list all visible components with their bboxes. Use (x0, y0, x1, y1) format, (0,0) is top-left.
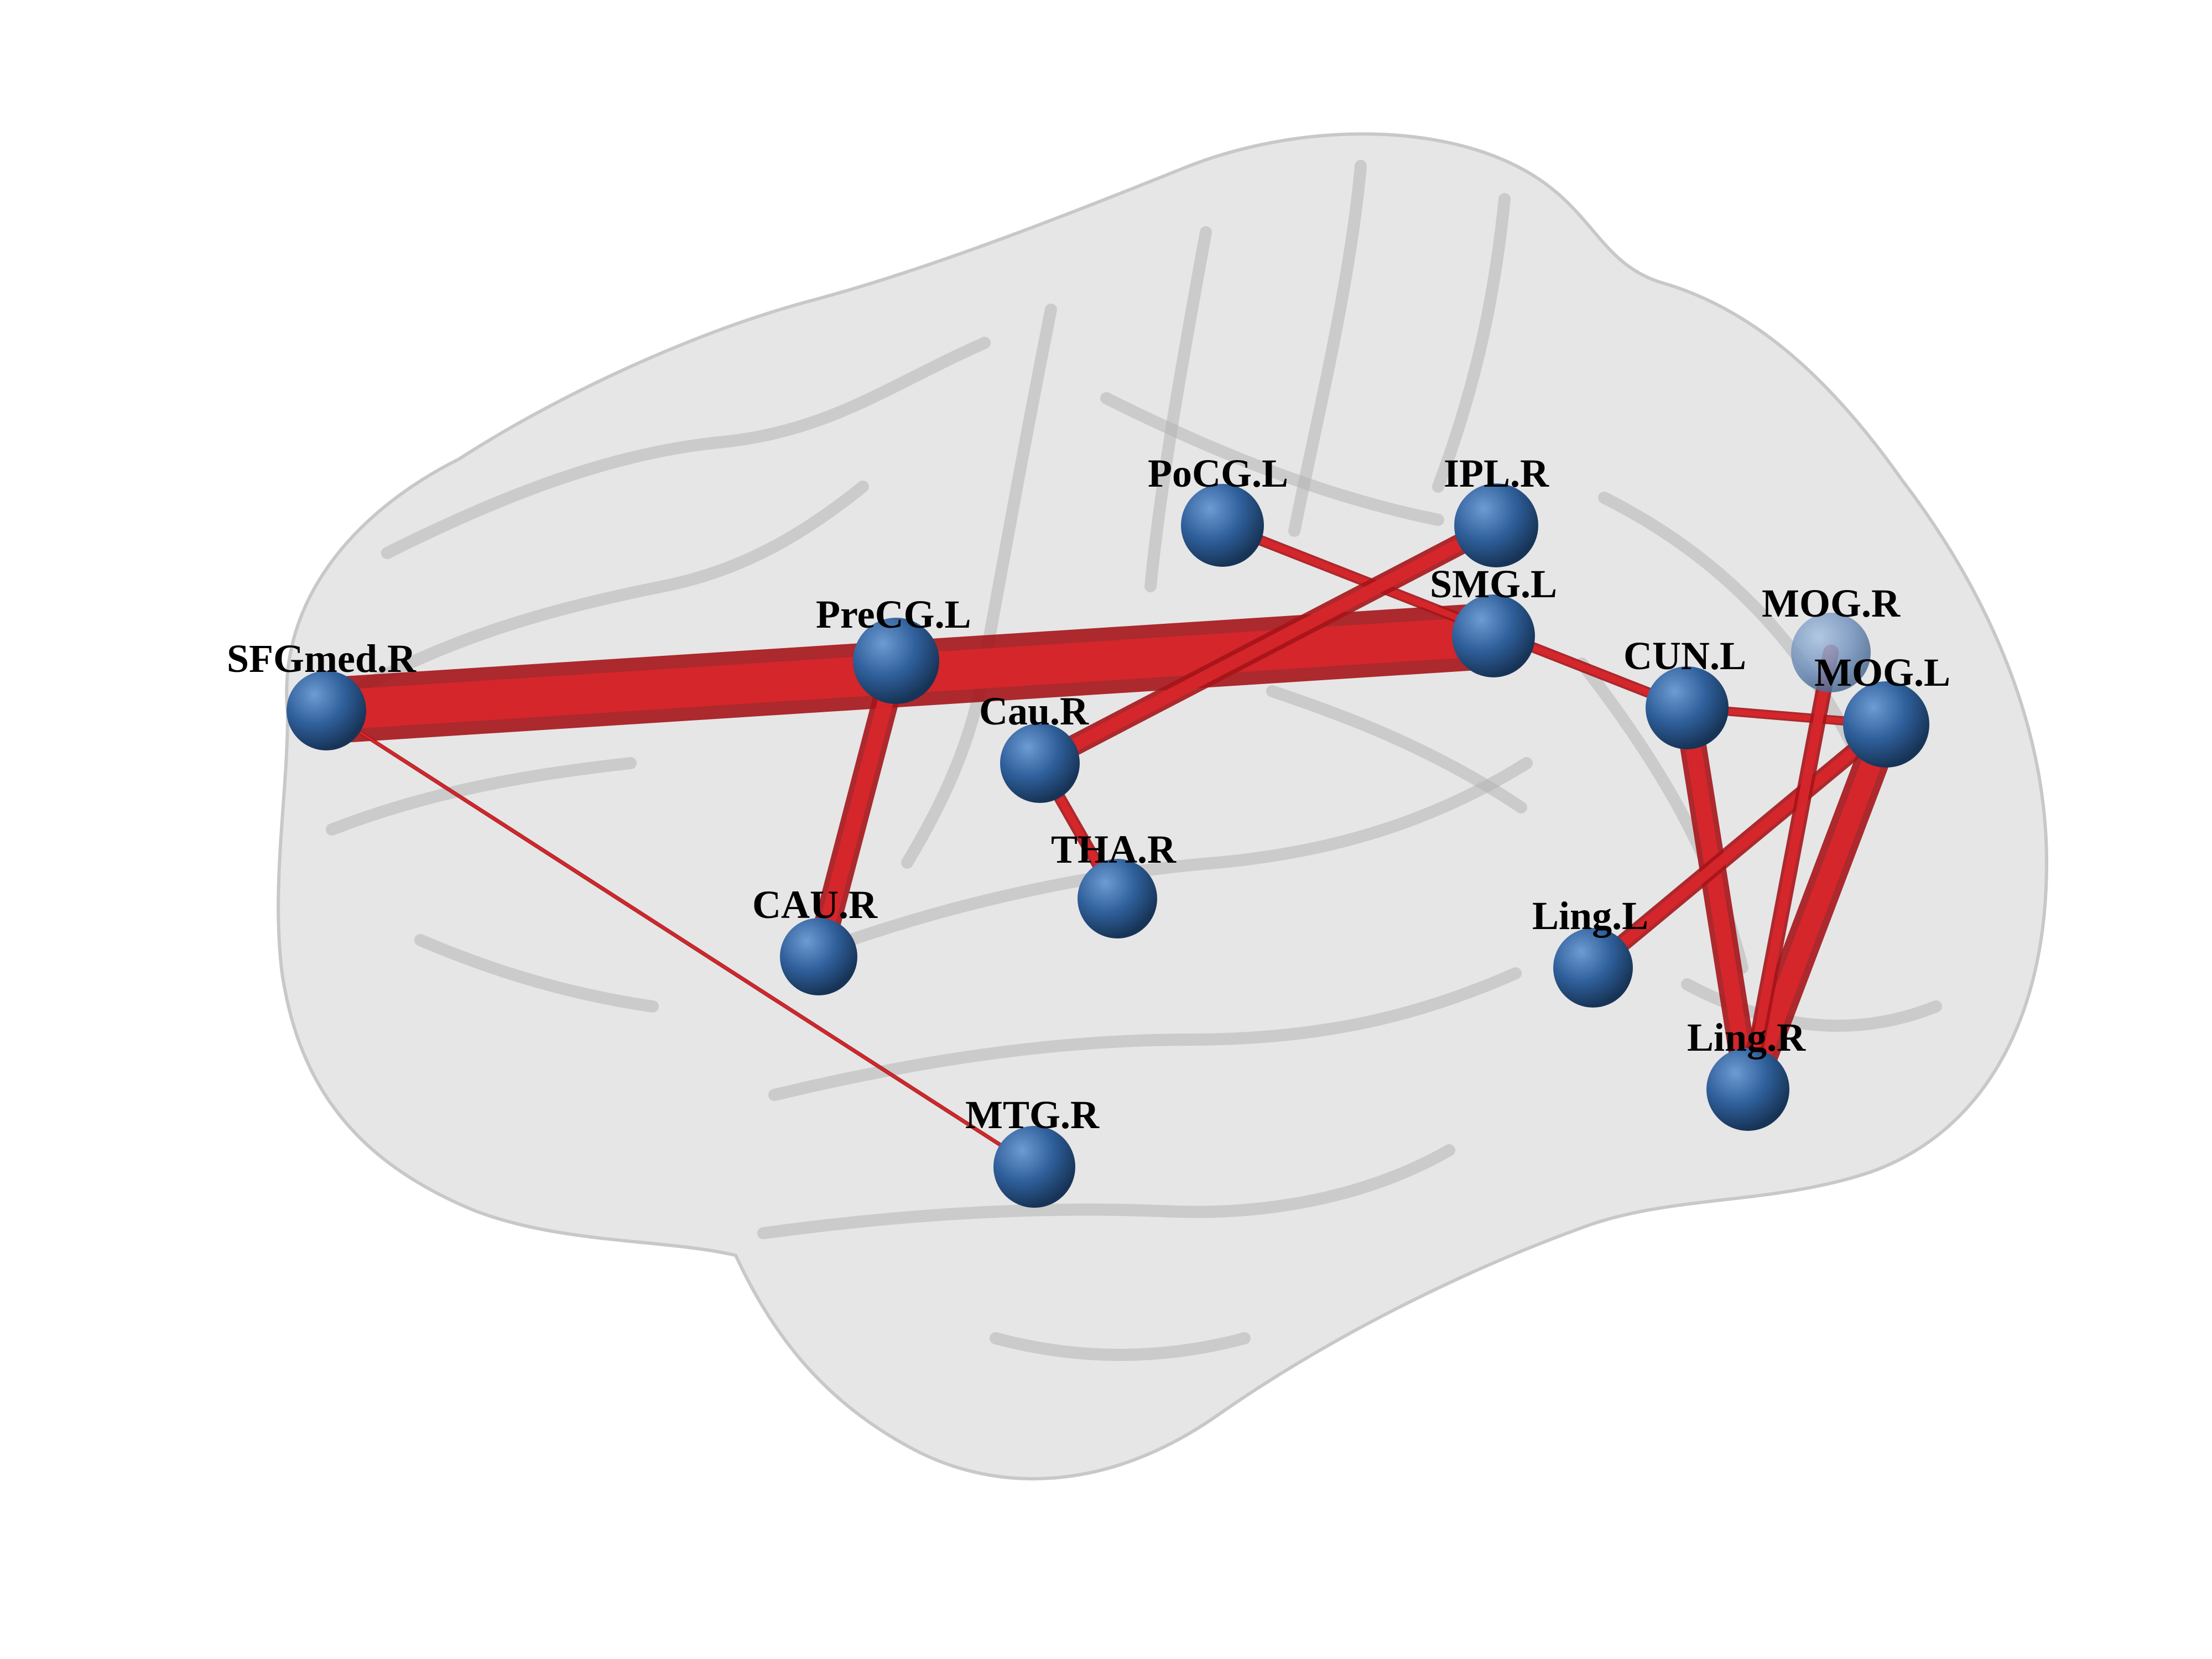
node-label-cau-r: Cau.R (979, 689, 1089, 733)
edge-sfgmed-r-mtg-r (324, 708, 1037, 1169)
node-label-mtg-r: MTG.R (965, 1093, 1100, 1137)
node-label-pocg-l: PoCG.L (1148, 451, 1288, 495)
edge-ipl-r-cau-r (1029, 514, 1507, 774)
node-label-smg-l: SMG.L (1430, 562, 1557, 606)
edge-mog-r-ling-r (1740, 644, 1839, 1098)
node-label-sfgmed-r: SFGmed.R (227, 637, 417, 681)
node-ling-r (1706, 1048, 1789, 1131)
node-mog-r (1791, 613, 1871, 692)
node-label-mog-r: MOG.R (1762, 581, 1901, 625)
edge-precg-l-cau-r (805, 648, 909, 970)
node-mtg-r (993, 1126, 1075, 1208)
brain-surface (277, 132, 2049, 1481)
brain-outline (277, 132, 2049, 1481)
node-smg-l (1452, 594, 1535, 677)
edge-mog-l-ling-r (1730, 707, 1904, 1107)
node-pocg-l (1181, 484, 1264, 567)
node-tha-r (1078, 859, 1157, 938)
node-label-cun-l: CUN.L (1623, 634, 1746, 678)
node-cun-l (1646, 666, 1729, 749)
node-label-ipl-r: IPL.R (1444, 451, 1549, 495)
node-cau-r (780, 918, 857, 995)
node-mog-l (1843, 681, 1929, 768)
edge-cun-l-ling-r (1674, 695, 1761, 1103)
node-label-mog-l: MOG.L (1814, 650, 1950, 695)
node-label-precg-l: PreCG.L (816, 592, 971, 637)
node-label-ling-l: Ling.L (1532, 894, 1648, 938)
node-label-tha-r: THA.R (1051, 827, 1177, 872)
node-precg-l (853, 618, 939, 704)
node-label-cau-r: CAU.R (752, 883, 878, 927)
nodes-layer (287, 483, 1929, 1208)
edge-mog-l-ling-l (1584, 716, 1895, 977)
edge-pocg-l-cun-l (1217, 520, 1693, 713)
node-ling-l (1553, 928, 1633, 1008)
labels-layer: SFGmed.R PreCG.L PoCG.L IPL.R SMG.L Cau.R THA.… (227, 451, 1950, 1137)
node-cau-r (1000, 723, 1080, 803)
node-sfgmed-r (287, 671, 366, 750)
node-label-ling-r: Ling.R (1687, 1015, 1806, 1060)
node-ipl-r (1454, 483, 1538, 567)
